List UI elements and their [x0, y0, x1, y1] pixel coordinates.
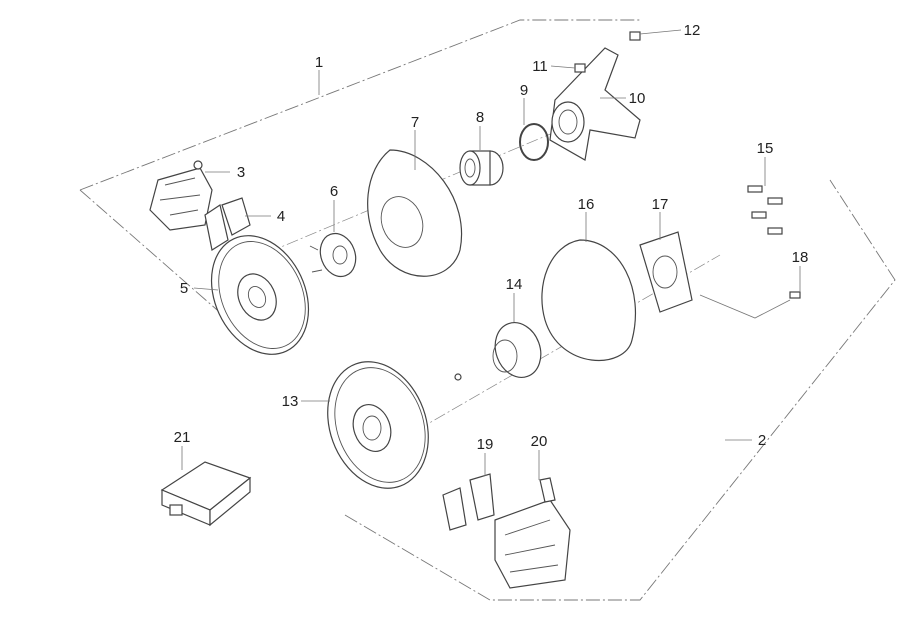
callout-11[interactable]: 11 [532, 58, 548, 75]
callout-13[interactable]: 13 [282, 393, 299, 410]
front-brake-pads[interactable] [204, 197, 251, 251]
rear-mounting-bracket[interactable] [639, 231, 693, 313]
callout-8[interactable]: 8 [476, 109, 484, 126]
steering-knuckle[interactable] [549, 47, 641, 161]
callout-4[interactable]: 4 [277, 208, 285, 225]
front-brake-disc[interactable] [193, 220, 327, 370]
upper-bolt[interactable] [629, 31, 641, 41]
wheel-bearing[interactable] [459, 150, 504, 186]
bracket-bolt[interactable] [789, 291, 801, 299]
front-wheel-hub[interactable] [309, 229, 361, 282]
callout-6[interactable]: 6 [330, 183, 338, 200]
callout-5[interactable]: 5 [180, 280, 188, 297]
callout-14[interactable]: 14 [506, 276, 523, 293]
callout-10[interactable]: 10 [629, 90, 646, 107]
rear-hub-bearing[interactable] [454, 316, 548, 384]
rear-dust-shield[interactable] [541, 239, 636, 362]
brake-control-module[interactable] [160, 461, 252, 527]
callout-2[interactable]: 2 [758, 432, 766, 449]
callout-leaders [181, 29, 801, 480]
callout-15[interactable]: 15 [757, 140, 774, 157]
callout-7[interactable]: 7 [411, 114, 419, 131]
rear-bolts[interactable] [747, 185, 783, 235]
callout-3[interactable]: 3 [237, 164, 245, 181]
rear-brake-caliper[interactable] [494, 477, 571, 589]
callout-19[interactable]: 19 [477, 436, 494, 453]
group-2-boundary [344, 179, 896, 601]
callout-12[interactable]: 12 [684, 22, 701, 39]
callout-20[interactable]: 20 [531, 433, 548, 450]
callout-16[interactable]: 16 [578, 196, 595, 213]
rear-brake-disc[interactable] [311, 348, 446, 503]
knuckle-bolt[interactable] [574, 63, 586, 73]
callout-1[interactable]: 1 [315, 54, 323, 71]
group-1-boundary-left [79, 189, 241, 331]
group-1-boundary [79, 19, 640, 191]
snap-ring[interactable] [519, 123, 549, 161]
front-brake-caliper[interactable] [149, 160, 213, 231]
callout-18[interactable]: 18 [792, 249, 809, 266]
callout-17[interactable]: 17 [652, 196, 669, 213]
callout-21[interactable]: 21 [174, 429, 191, 446]
rear-brake-pads[interactable] [442, 473, 495, 531]
callout-9[interactable]: 9 [520, 82, 528, 99]
front-dust-shield[interactable] [367, 149, 463, 277]
